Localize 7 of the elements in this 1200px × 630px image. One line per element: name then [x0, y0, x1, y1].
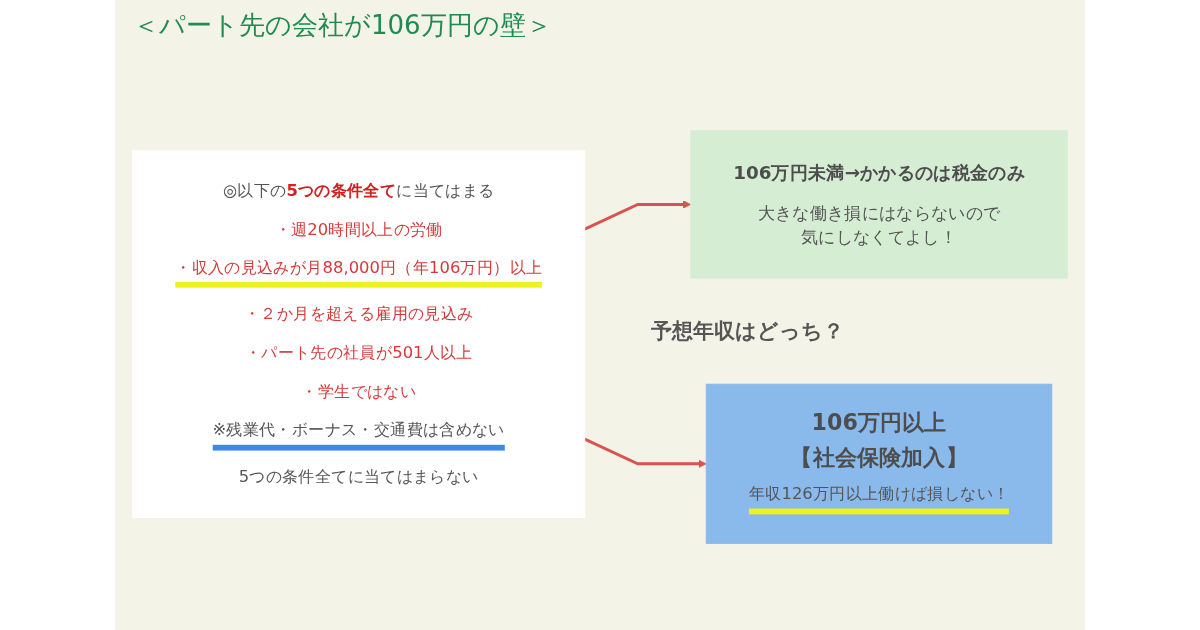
node-box: 106万円以上 【社会保険加入】 年収126万円以上働けば損しない！: [705, 383, 1053, 544]
node-box: ◎以下の5つの条件全てに当てはまる ・週20時間以上の労働 ・収入の見込みが月88,000円（年106万円）以上 ・２か月を超える雇用の見込み ・パート先の社員が501人以上 ・学生ではない ※残業代・ボーナス・交通費は含めない 5つの条件全てに当てはまらない: [132, 150, 586, 518]
arrow: [584, 200, 692, 231]
question-text: 予想年収はどっち？: [650, 318, 844, 346]
node-box: 106万円未満→かかるのは税金のみ 大きな働き損にはならないので気にしなくてよし！: [690, 130, 1068, 279]
diagram-title: ＜パート先の会社が106万円の壁＞: [133, 9, 552, 42]
arrow: [584, 437, 707, 468]
